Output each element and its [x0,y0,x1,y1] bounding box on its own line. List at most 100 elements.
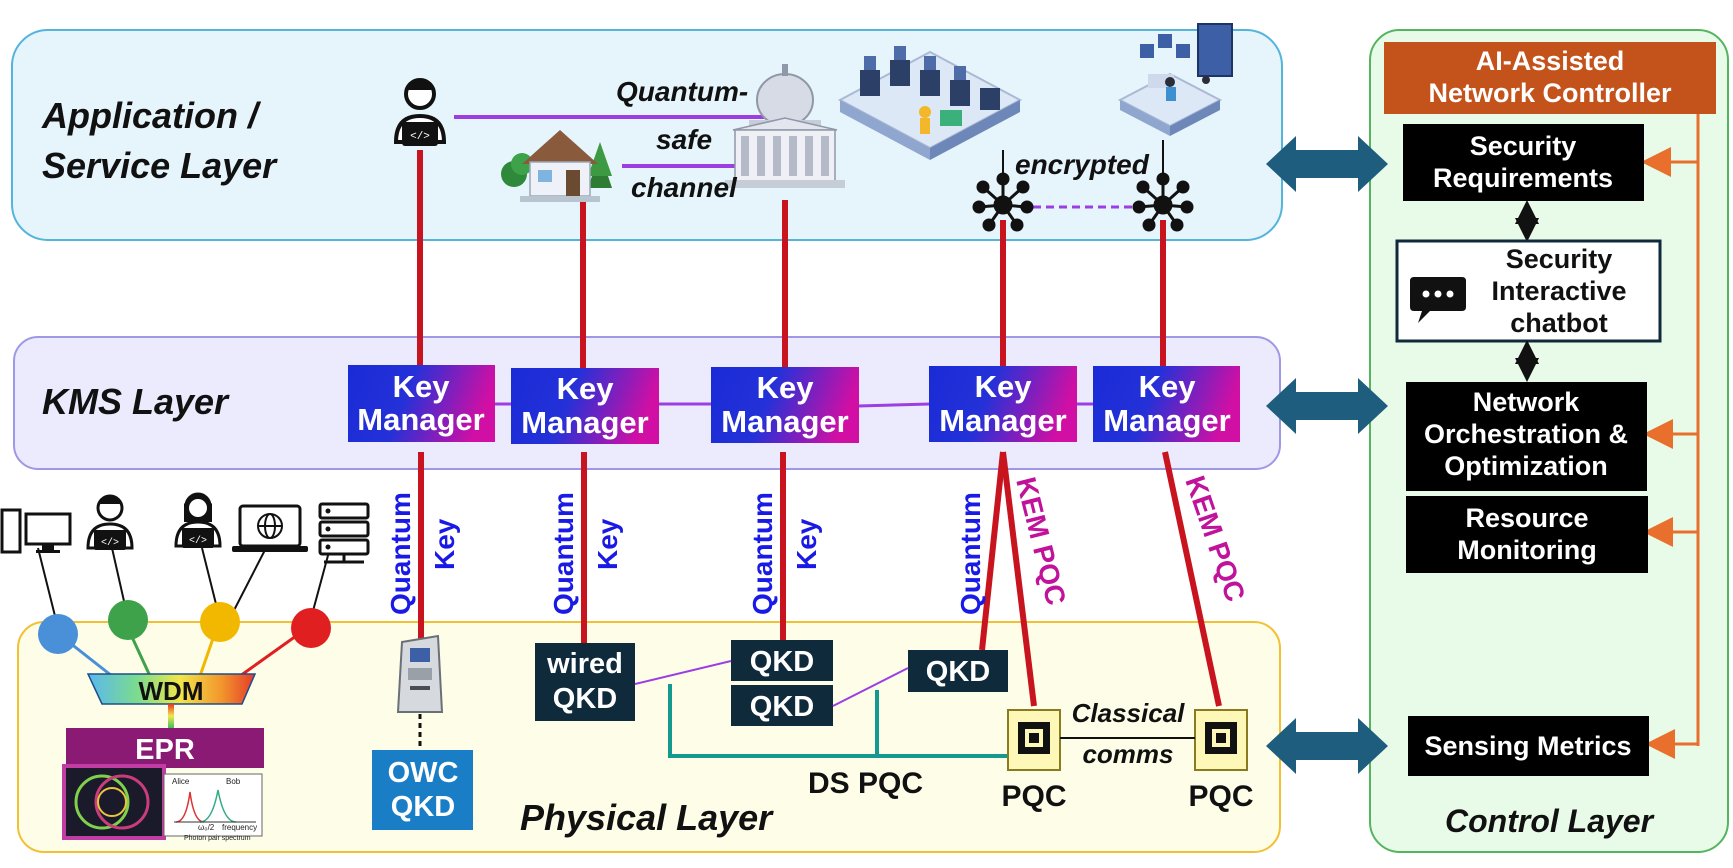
wavelength-node-yellow [200,602,240,642]
encrypted-label: encrypted [1015,149,1150,180]
svg-text:Key: Key [975,369,1033,404]
owc-qkd-box: OWC QKD [372,750,473,830]
factory-icon [837,46,1023,160]
svg-text:Bob: Bob [226,777,241,786]
classical-label-2: comms [1082,739,1173,769]
key-manager-1: Key Manager [348,365,495,442]
svg-text:frequency: frequency [222,823,257,832]
control-layer-title: Control Layer [1445,803,1655,839]
svg-text:Monitoring: Monitoring [1457,535,1596,565]
pqc-label-right: PQC [1188,780,1253,813]
wavelength-node-blue [38,614,78,654]
office-worker-icon [1117,23,1233,136]
svg-text:Photon pair spectrum: Photon pair spectrum [184,835,251,842]
svg-text:Manager: Manager [721,404,848,439]
quantum-label-4: Quantum [955,492,986,615]
svg-text:Security: Security [1506,244,1613,274]
svg-text:Manager: Manager [521,405,648,440]
security-requirements-box: Security Requirements [1403,124,1644,201]
quantum-label-2: Quantum [548,492,579,615]
key-label-2: Key [592,518,623,570]
controller-feedback-bus [1641,114,1700,759]
kms-control-double-arrow [1266,378,1388,434]
network-hub-icon-right [1132,172,1194,232]
quantum-label-1: Quantum [385,492,416,615]
pqc-chip-right [1194,709,1248,771]
svg-text:chatbot: chatbot [1510,308,1608,338]
key-manager-5: Key Manager [1093,366,1240,442]
svg-text:EPR: EPR [135,734,195,766]
svg-text:QKD: QKD [391,791,455,823]
wdm-multiplexer: WDM [86,673,257,706]
app-control-double-arrow [1266,136,1388,192]
developer-user-icon: </> [393,78,447,146]
svg-text:Network: Network [1473,387,1581,417]
svg-text:Manager: Manager [1103,403,1230,438]
key-label-1: Key [429,518,460,570]
quantum-safe-label-2: safe [656,124,712,155]
photon-pair-spectrum-inset: Alice Bob ω₀/2 frequency Photon pair spe… [163,773,263,842]
kem-pqc-label-2: KEM PQC [1179,472,1251,606]
classical-label-1: Classical [1072,698,1186,728]
svg-text:Requirements: Requirements [1433,163,1613,193]
svg-text:AI-Assisted: AI-Assisted [1476,46,1625,76]
svg-text:QKD: QKD [553,683,617,715]
qkd-link-1 [634,660,732,685]
key-manager-2: Key Manager [511,368,659,444]
svg-text:Manager: Manager [357,402,484,437]
qkd-box-lower: QKD [731,685,833,726]
key-manager-3: Key Manager [711,367,859,443]
kms-interconnect [492,402,1094,408]
kms-to-physical-links [418,451,1222,707]
desktop-computer-icon [0,508,72,554]
chat-bubble-icon [1410,277,1466,323]
app-to-kms-links [417,150,1166,368]
quantum-safe-label-3: channel [631,172,738,203]
ai-network-controller-header: AI-Assisted Network Controller [1384,42,1716,114]
key-manager-4: Key Manager [929,366,1077,442]
svg-text:QKD: QKD [926,656,990,688]
house-icon [501,130,612,202]
physical-layer-title: Physical Layer [520,797,774,838]
qkd-box-upper: QKD [731,640,833,681]
epr-source: EPR [66,728,264,768]
svg-text:Key: Key [1139,369,1197,404]
qkd-link-2 [832,667,909,707]
quantum-safe-label-1: Quantum- [616,76,748,107]
kms-layer-title: KMS Layer [42,381,230,422]
laptop-globe-icon [232,504,308,552]
qkd-box-right: QKD [908,650,1008,692]
application-layer-title-line2: Service Layer [42,145,278,186]
wavelength-node-red [291,608,331,648]
pqc-label-left: PQC [1001,780,1066,813]
wavelength-node-green [108,600,148,640]
epr-image-inset [62,764,166,840]
sensing-metrics-box: Sensing Metrics [1408,716,1649,776]
svg-text:</>: </> [189,535,207,547]
ds-pqc-label: DS PQC [808,767,923,800]
atm-icon [396,634,444,713]
wired-qkd-box: wired QKD [535,643,635,721]
svg-text:Key: Key [757,370,815,405]
svg-text:Orchestration &: Orchestration & [1424,419,1628,449]
svg-text:Interactive: Interactive [1491,276,1626,306]
wdm-to-epr-beam [168,704,174,728]
svg-text:Network Controller: Network Controller [1428,78,1672,108]
svg-text:QKD: QKD [750,646,814,678]
svg-text:Alice: Alice [172,777,190,786]
network-hub-icon-left [972,172,1034,232]
svg-text:Sensing Metrics: Sensing Metrics [1424,731,1631,761]
ds-pqc-bus [668,684,1008,758]
pqc-chip-left [1007,709,1061,771]
svg-text:Security: Security [1470,131,1577,161]
svg-text:WDM: WDM [139,676,204,706]
svg-text:QKD: QKD [750,691,814,723]
svg-text:ω₀/2: ω₀/2 [198,823,215,832]
svg-text:Key: Key [557,371,615,406]
svg-text:Key: Key [393,369,451,404]
svg-text:wired: wired [546,648,623,680]
svg-text:Manager: Manager [939,403,1066,438]
resource-monitoring-box: Resource Monitoring [1406,496,1648,573]
svg-text:Resource: Resource [1465,503,1588,533]
